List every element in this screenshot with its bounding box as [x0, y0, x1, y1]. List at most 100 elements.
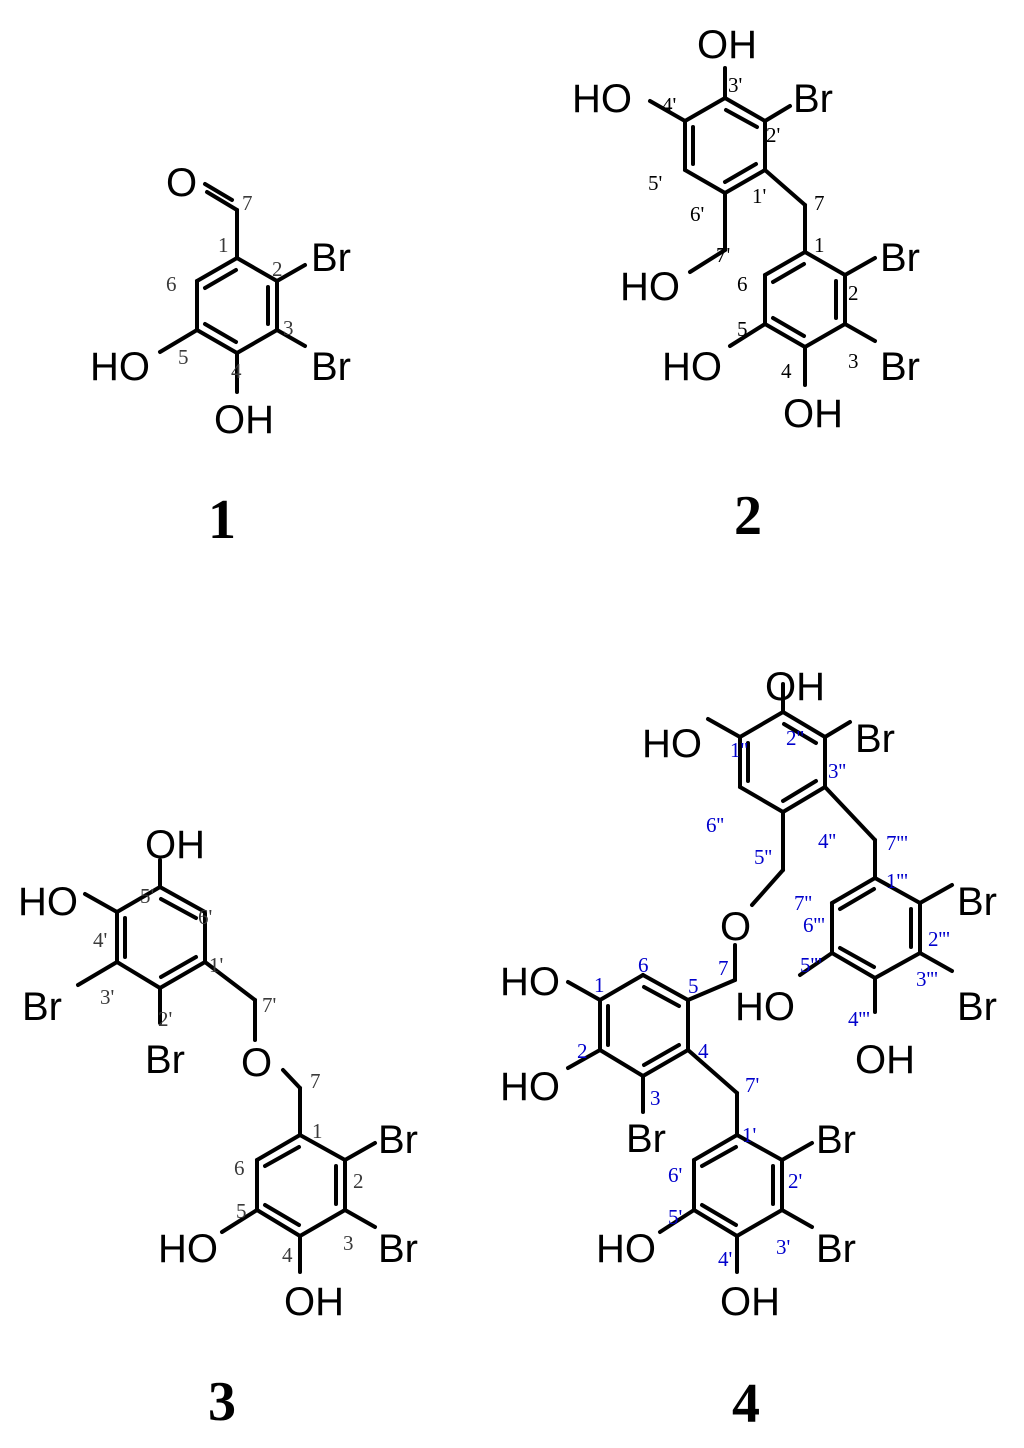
- num-3prime: 3': [100, 985, 114, 1009]
- num-2prime: 2': [788, 1169, 802, 1193]
- num-3prime: 3': [728, 73, 742, 97]
- c2-hydroxyl-5: HO: [662, 345, 722, 389]
- num-5: 5: [236, 1199, 247, 1223]
- compound-4-label: 4: [732, 1373, 760, 1435]
- num-7: 7: [242, 191, 253, 215]
- num-4: 4: [781, 359, 792, 383]
- num-3ppp: 3''': [916, 967, 938, 991]
- num-2: 2: [353, 1169, 364, 1193]
- num-6: 6: [638, 953, 649, 977]
- num-5: 5: [178, 345, 189, 369]
- num-4: 4: [282, 1243, 293, 1267]
- num-3: 3: [650, 1086, 661, 1110]
- num-1pp: 1'': [730, 738, 748, 762]
- num-7ppp: 7''': [886, 831, 908, 855]
- num-6prime: 6': [668, 1163, 682, 1187]
- num-2ppp: 2''': [928, 927, 950, 951]
- c2-hydroxyl-7prime: HO: [620, 265, 680, 309]
- compound-3-bonds: [76, 858, 377, 1274]
- c1-carbonyl-oxygen: O: [166, 161, 197, 205]
- c2-hydroxyl-3prime: OH: [697, 23, 757, 67]
- c4-bromine-2prime: Br: [816, 1118, 856, 1162]
- num-6ppp: 6''': [803, 913, 825, 937]
- compound-1-label: 1: [208, 489, 236, 551]
- num-7: 7: [310, 1069, 321, 1093]
- num-6: 6: [737, 272, 748, 296]
- c2-bromine-3: Br: [880, 345, 920, 389]
- num-1: 1: [594, 973, 605, 997]
- num-6: 6: [166, 272, 177, 296]
- c4-hydroxyl-2pp: OH: [765, 665, 825, 709]
- c3-hydroxyl-4prime: HO: [18, 880, 78, 924]
- c4-bromine-3prime: Br: [816, 1227, 856, 1271]
- compound-1-atom-numbers: 7 1 2 3 4 5 6: [166, 191, 294, 383]
- c4-hydroxyl-1: HO: [500, 960, 560, 1004]
- c3-bromine-3: Br: [378, 1227, 418, 1271]
- compound-3: OH HO Br Br O Br Br HO OH 5' 6' 4' 1' 3'…: [18, 823, 418, 1433]
- c4-hydroxyl-5prime: HO: [596, 1227, 656, 1271]
- num-2prime: 2': [766, 123, 780, 147]
- compound-4-atom-numbers: 2'' 1'' 3'' 6'' 4'' 5'' 7''' 7'' 1''' 6'…: [577, 726, 950, 1271]
- c4-hydroxyl-5ppp: HO: [735, 985, 795, 1029]
- num-4pp: 4'': [818, 829, 836, 853]
- num-1: 1: [814, 233, 825, 257]
- compound-1-bonds: [158, 182, 307, 394]
- c1-hydroxyl-4: OH: [214, 398, 274, 442]
- c4-hydroxyl-1pp: HO: [642, 722, 702, 766]
- num-1: 1: [218, 233, 229, 257]
- num-6prime: 6': [690, 202, 704, 226]
- num-7prime: 7': [716, 243, 730, 267]
- c1-hydroxyl-5: HO: [90, 345, 150, 389]
- num-2: 2: [848, 281, 859, 305]
- num-6pp: 6'': [706, 813, 724, 837]
- num-4: 4: [698, 1039, 709, 1063]
- c2-bromine-2prime: Br: [793, 77, 833, 121]
- num-1ppp: 1''': [886, 869, 908, 893]
- c4-bromine-3pp: Br: [855, 717, 895, 761]
- num-3prime: 3': [776, 1235, 790, 1259]
- c2-hydroxyl-4prime: HO: [572, 77, 632, 121]
- num-4prime: 4': [718, 1247, 732, 1271]
- num-4ppp: 4''': [848, 1007, 870, 1031]
- c4-bromine-2ppp: Br: [957, 880, 997, 924]
- compound-3-atom-numbers: 5' 6' 4' 1' 3' 2' 7' 7 1 6 2 5 3 4: [93, 884, 364, 1267]
- c3-bromine-2: Br: [378, 1118, 418, 1162]
- num-5prime: 5': [648, 171, 662, 195]
- compound-2-atom-numbers: 3' 4' 2' 5' 1' 6' 7 7' 1 6 2 5 3 4: [648, 73, 859, 383]
- c4-bromine-3ppp: Br: [957, 985, 997, 1029]
- num-1prime: 1': [742, 1123, 756, 1147]
- num-5ppp: 5''': [800, 953, 822, 977]
- c3-hydroxyl-5prime: OH: [145, 823, 205, 867]
- c4-hydroxyl-4prime: OH: [720, 1280, 780, 1324]
- num-2prime: 2': [158, 1007, 172, 1031]
- c4-ether-oxygen: O: [720, 905, 751, 949]
- num-2: 2: [577, 1039, 588, 1063]
- num-3pp: 3'': [828, 759, 846, 783]
- num-7prime: 7': [745, 1073, 759, 1097]
- num-4prime: 4': [93, 928, 107, 952]
- c3-bromine-2prime: Br: [145, 1038, 185, 1082]
- num-5: 5: [737, 317, 748, 341]
- num-7: 7: [718, 956, 729, 980]
- num-7prime: 7': [262, 993, 276, 1017]
- num-3: 3: [848, 349, 859, 373]
- compound-1: O Br Br HO OH 7 1 2 3 4 5 6 1: [90, 161, 351, 551]
- num-6: 6: [234, 1156, 245, 1180]
- c4-hydroxyl-4ppp: OH: [855, 1038, 915, 1082]
- num-5prime: 5': [140, 884, 154, 908]
- c2-bromine-2: Br: [880, 236, 920, 280]
- compound-2-label: 2: [734, 485, 762, 547]
- compound-4: OH HO Br O Br Br HO OH HO HO Br Br Br HO…: [500, 665, 997, 1435]
- num-1: 1: [312, 1119, 323, 1143]
- c2-hydroxyl-4: OH: [783, 392, 843, 436]
- compound-2: OH HO Br HO Br Br HO OH 3' 4' 2' 5' 1' 6…: [572, 23, 920, 547]
- c1-bromine-2: Br: [311, 236, 351, 280]
- num-5prime: 5': [668, 1205, 682, 1229]
- num-5: 5: [688, 974, 699, 998]
- c3-hydroxyl-4: OH: [284, 1280, 344, 1324]
- num-7: 7: [814, 191, 825, 215]
- num-3: 3: [283, 316, 294, 340]
- num-4prime: 4': [662, 93, 676, 117]
